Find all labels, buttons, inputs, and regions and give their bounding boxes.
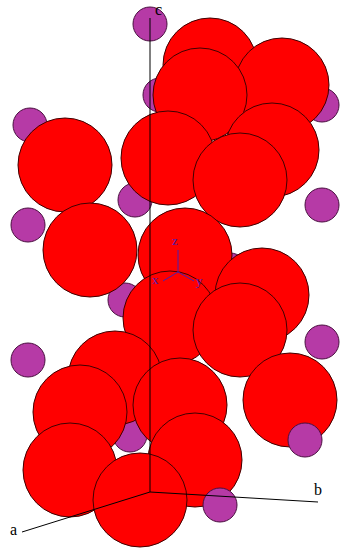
axis-label: b (314, 482, 322, 498)
triad-label: z (172, 234, 178, 247)
triad-label: y (196, 274, 203, 287)
triad-label: x (152, 273, 159, 286)
axis-label: a (10, 522, 17, 538)
axis-label: c (155, 2, 162, 18)
